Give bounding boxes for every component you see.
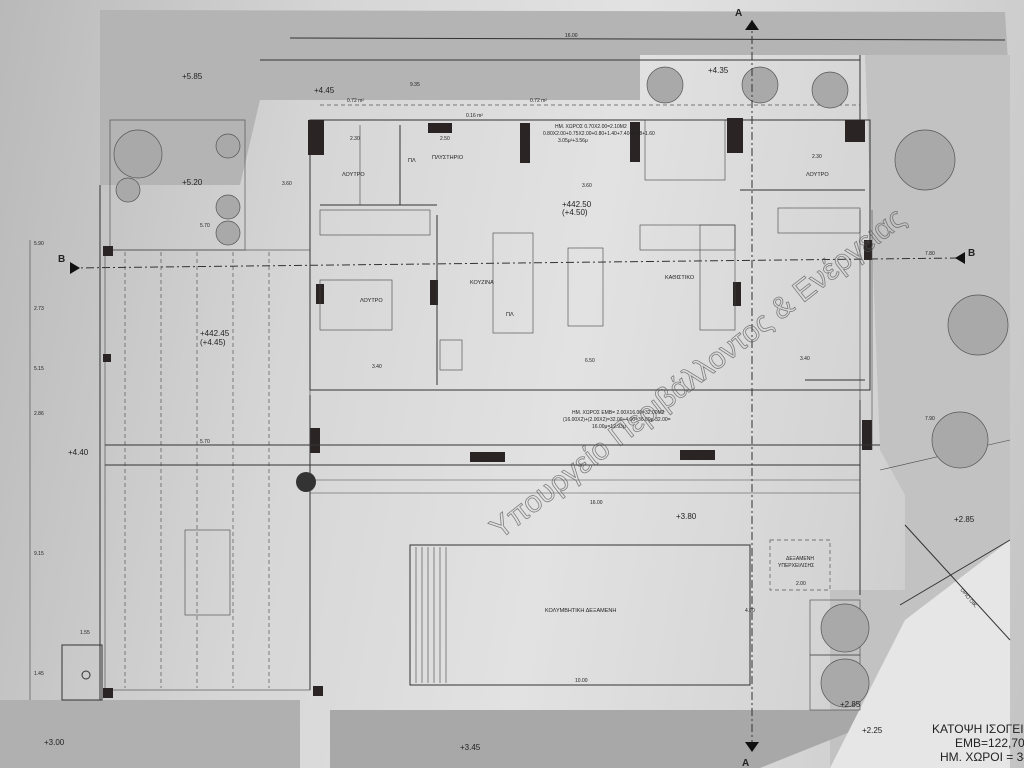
dimension-label: 7.90	[925, 416, 935, 422]
room-label: ΠΛΥΣΤΗΡΙΟ	[432, 155, 464, 161]
dimension-label: 6.50	[585, 358, 595, 364]
note-text: 16.00μ=12.93μ	[592, 424, 626, 430]
dimension-label: 7.80	[925, 251, 935, 257]
dimension-label: 0.72 m²	[530, 98, 547, 104]
elevation-label: (+4.50)	[562, 208, 588, 217]
room-label: ΛΟΥΤΡΟ	[806, 172, 829, 178]
elevation-label: +442.45	[200, 329, 230, 338]
dimension-label: 2.86	[34, 411, 44, 417]
elevation-label: +3.45	[460, 743, 481, 752]
elevation-marks: +5.85 +4.45 +4.35 +5.20 +442.45 (+4.45) …	[44, 66, 975, 752]
title-block: ΚΑΤΟΨΗ ΙΣΟΓΕΙ ΕΜΒ=122,70Μ2 ΗΜ. ΧΩΡΟΙ = 3…	[932, 722, 1024, 764]
dimension-label: 5.90	[34, 241, 44, 247]
dimension-label: 3.40	[800, 356, 810, 362]
house-walls	[103, 118, 880, 698]
elevation-label: +5.20	[182, 178, 203, 187]
elevation-label: +442.50	[562, 200, 592, 209]
room-label: ΔΕΞΑΜΕΝΗ	[786, 556, 814, 562]
dimension-label: 2.50	[440, 136, 450, 142]
dimension-label: 3.40	[372, 364, 382, 370]
dimension-label: 5.70	[200, 439, 210, 445]
elevation-label: +4.35	[708, 66, 729, 75]
dimension-label: 5.15	[34, 366, 44, 372]
dimension-label: 2.73	[34, 306, 44, 312]
section-label-a-bottom: A	[742, 758, 749, 768]
section-label-a-top: A	[735, 8, 742, 19]
dimension-label: 2.30	[350, 136, 360, 142]
dimension-label: 2.30	[812, 154, 822, 160]
section-label-b-right: B	[968, 248, 975, 259]
dimension-label: 9.15	[34, 551, 44, 557]
room-label: ΥΠΕΡΧΕΙΛΙΣΗΣ	[778, 563, 814, 569]
section-label-b-left: B	[58, 254, 65, 265]
elevation-label: +2.25	[862, 726, 883, 735]
section-arrow-icon	[745, 742, 759, 752]
room-label: ΠΛ	[408, 158, 416, 164]
notes: ΗΜ. ΧΩΡΟΣ 0.70Χ2.00=2.10Μ2 0.80Χ2.00+0.7…	[543, 124, 671, 430]
dimension-label: 0.16 m²	[466, 113, 483, 119]
trees	[113, 66, 1009, 708]
room-label: ΛΟΥΤΡΟ	[342, 172, 365, 178]
dimension-label: 0.72 m²	[347, 98, 364, 104]
title-text: ΚΑΤΟΨΗ ΙΣΟΓΕΙ	[932, 722, 1024, 736]
elevation-label: +4.40	[68, 448, 89, 457]
note-text: (16.00Χ2)+(2.00Χ2)=32.00+4.00=36.00μ-32.…	[563, 417, 671, 423]
dimension-label: 3.60	[582, 183, 592, 189]
note-text: ΗΜ. ΧΩΡΟΣ 0.70Χ2.00=2.10Μ2	[555, 124, 627, 130]
dimension-label: 9.35	[410, 82, 420, 88]
dimension-label: 10.00	[575, 678, 588, 684]
room-label: ΚΟΥΖΙΝΑ	[470, 280, 494, 286]
pool	[61, 529, 861, 711]
dimension-label: 1.45	[34, 671, 44, 677]
dimension-label: 5.70	[200, 223, 210, 229]
watermark: Υπουργείο Περιβάλλοντος & Ενέργειας	[484, 201, 911, 545]
dimension-label: 16.00	[590, 500, 603, 506]
semi-open-text: ΗΜ. ΧΩΡΟΙ = 34,1	[940, 750, 1024, 764]
area-text: ΕΜΒ=122,70Μ2	[955, 736, 1024, 750]
elevation-label: +3.00	[44, 738, 65, 747]
room-labels: ΛΟΥΤΡΟ ΠΛΥΣΤΗΡΙΟ ΠΛ ΛΟΥΤΡΟ ΛΟΥΤΡΟ ΚΟΥΖΙΝ…	[342, 155, 829, 614]
room-label: ΠΛ	[506, 312, 514, 318]
section-arrow-icon	[955, 252, 965, 264]
room-label: ΚΑΘΙΣΤΙΚΟ	[665, 275, 695, 281]
elevation-label: +2.85	[840, 700, 861, 709]
room-label: ΛΟΥΤΡΟ	[360, 298, 383, 304]
dimension-label: 16.00	[565, 33, 578, 39]
section-arrow-icon	[745, 20, 759, 30]
section-lines: A A B B	[58, 8, 975, 768]
dimension-label: 2.00	[796, 581, 806, 587]
elevation-label: +5.85	[182, 72, 203, 81]
note-text: 3.05μ²+3.56μ	[558, 138, 588, 144]
dimension-label: 4.00	[745, 608, 755, 614]
site-lines	[29, 37, 1011, 700]
section-arrow-icon	[70, 262, 80, 274]
elevation-label: (+4.45)	[200, 338, 226, 347]
shaded-terrain	[0, 10, 1010, 768]
note-text: 0.80Χ2.00+0.75Χ2.00+0.80+1.40+7.40+0.38+…	[543, 131, 655, 137]
room-label: ΚΟΛΥΜΒΗΤΙΚΗ ΔΕΞΑΜΕΝΗ	[545, 608, 616, 614]
elevation-label: +3.80	[676, 512, 697, 521]
pergola	[104, 249, 311, 691]
elevation-label: +4.45	[314, 86, 335, 95]
dimension-label: 1.55	[80, 630, 90, 636]
dimension-label: 3.60	[282, 181, 292, 187]
elevation-label: +2.85	[954, 515, 975, 524]
note-text: ΗΜ. ΧΩΡΟΣ ΕΜΒ= 2.00Χ16.00=32.00Μ2	[572, 410, 665, 416]
